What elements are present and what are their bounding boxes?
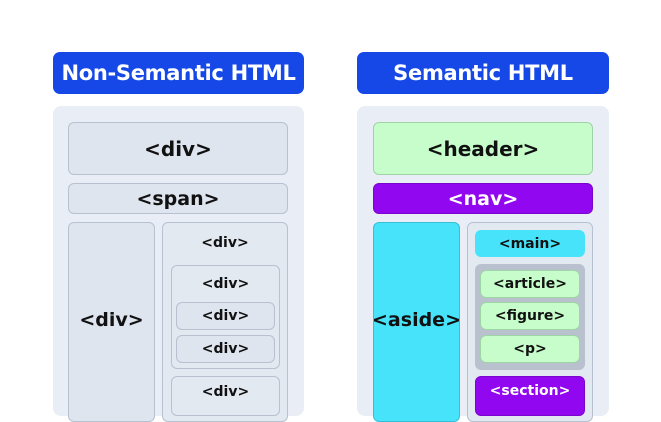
semantic-main: <main> xyxy=(475,230,585,257)
non-semantic-bottom-div-label: <div> xyxy=(201,384,250,400)
semantic-header-label: <header> xyxy=(426,136,540,161)
semantic-figure: <figure> xyxy=(480,302,580,330)
semantic-aside: <aside> xyxy=(372,222,461,422)
non-semantic-inner-group-label: <div> xyxy=(201,276,250,292)
semantic-header: <header> xyxy=(373,122,593,175)
non-semantic-title: Non-Semantic HTML xyxy=(53,52,304,94)
semantic-p: <p> xyxy=(480,335,580,363)
non-semantic-right-column-label: <div> xyxy=(201,235,249,251)
semantic-article-label: <article> xyxy=(493,276,567,292)
semantic-nav-label: <nav> xyxy=(447,187,519,210)
non-semantic-inner-item-1: <div> xyxy=(176,302,275,330)
non-semantic-top-div-label: <div> xyxy=(144,136,212,161)
non-semantic-side-div: <div> xyxy=(68,222,155,422)
semantic-p-label: <p> xyxy=(513,341,547,357)
non-semantic-title-text: Non-Semantic HTML xyxy=(61,61,296,85)
semantic-title: Semantic HTML xyxy=(357,52,609,94)
semantic-section: <section> xyxy=(475,376,585,416)
semantic-article: <article> xyxy=(480,270,580,298)
semantic-title-text: Semantic HTML xyxy=(393,61,573,85)
non-semantic-bottom-div: <div> xyxy=(171,376,280,416)
semantic-aside-label: <aside> xyxy=(372,309,461,331)
non-semantic-top-div: <div> xyxy=(68,122,288,175)
semantic-nav: <nav> xyxy=(373,183,593,214)
non-semantic-inner-item-2-label: <div> xyxy=(201,341,250,357)
non-semantic-span: <span> xyxy=(68,183,288,214)
non-semantic-side-div-label: <div> xyxy=(79,309,144,331)
non-semantic-span-label: <span> xyxy=(136,187,220,210)
semantic-main-label: <main> xyxy=(498,235,562,252)
semantic-section-label: <section> xyxy=(489,383,571,399)
non-semantic-inner-item-2: <div> xyxy=(176,335,275,363)
non-semantic-inner-item-1-label: <div> xyxy=(201,308,250,324)
semantic-figure-label: <figure> xyxy=(494,308,566,324)
